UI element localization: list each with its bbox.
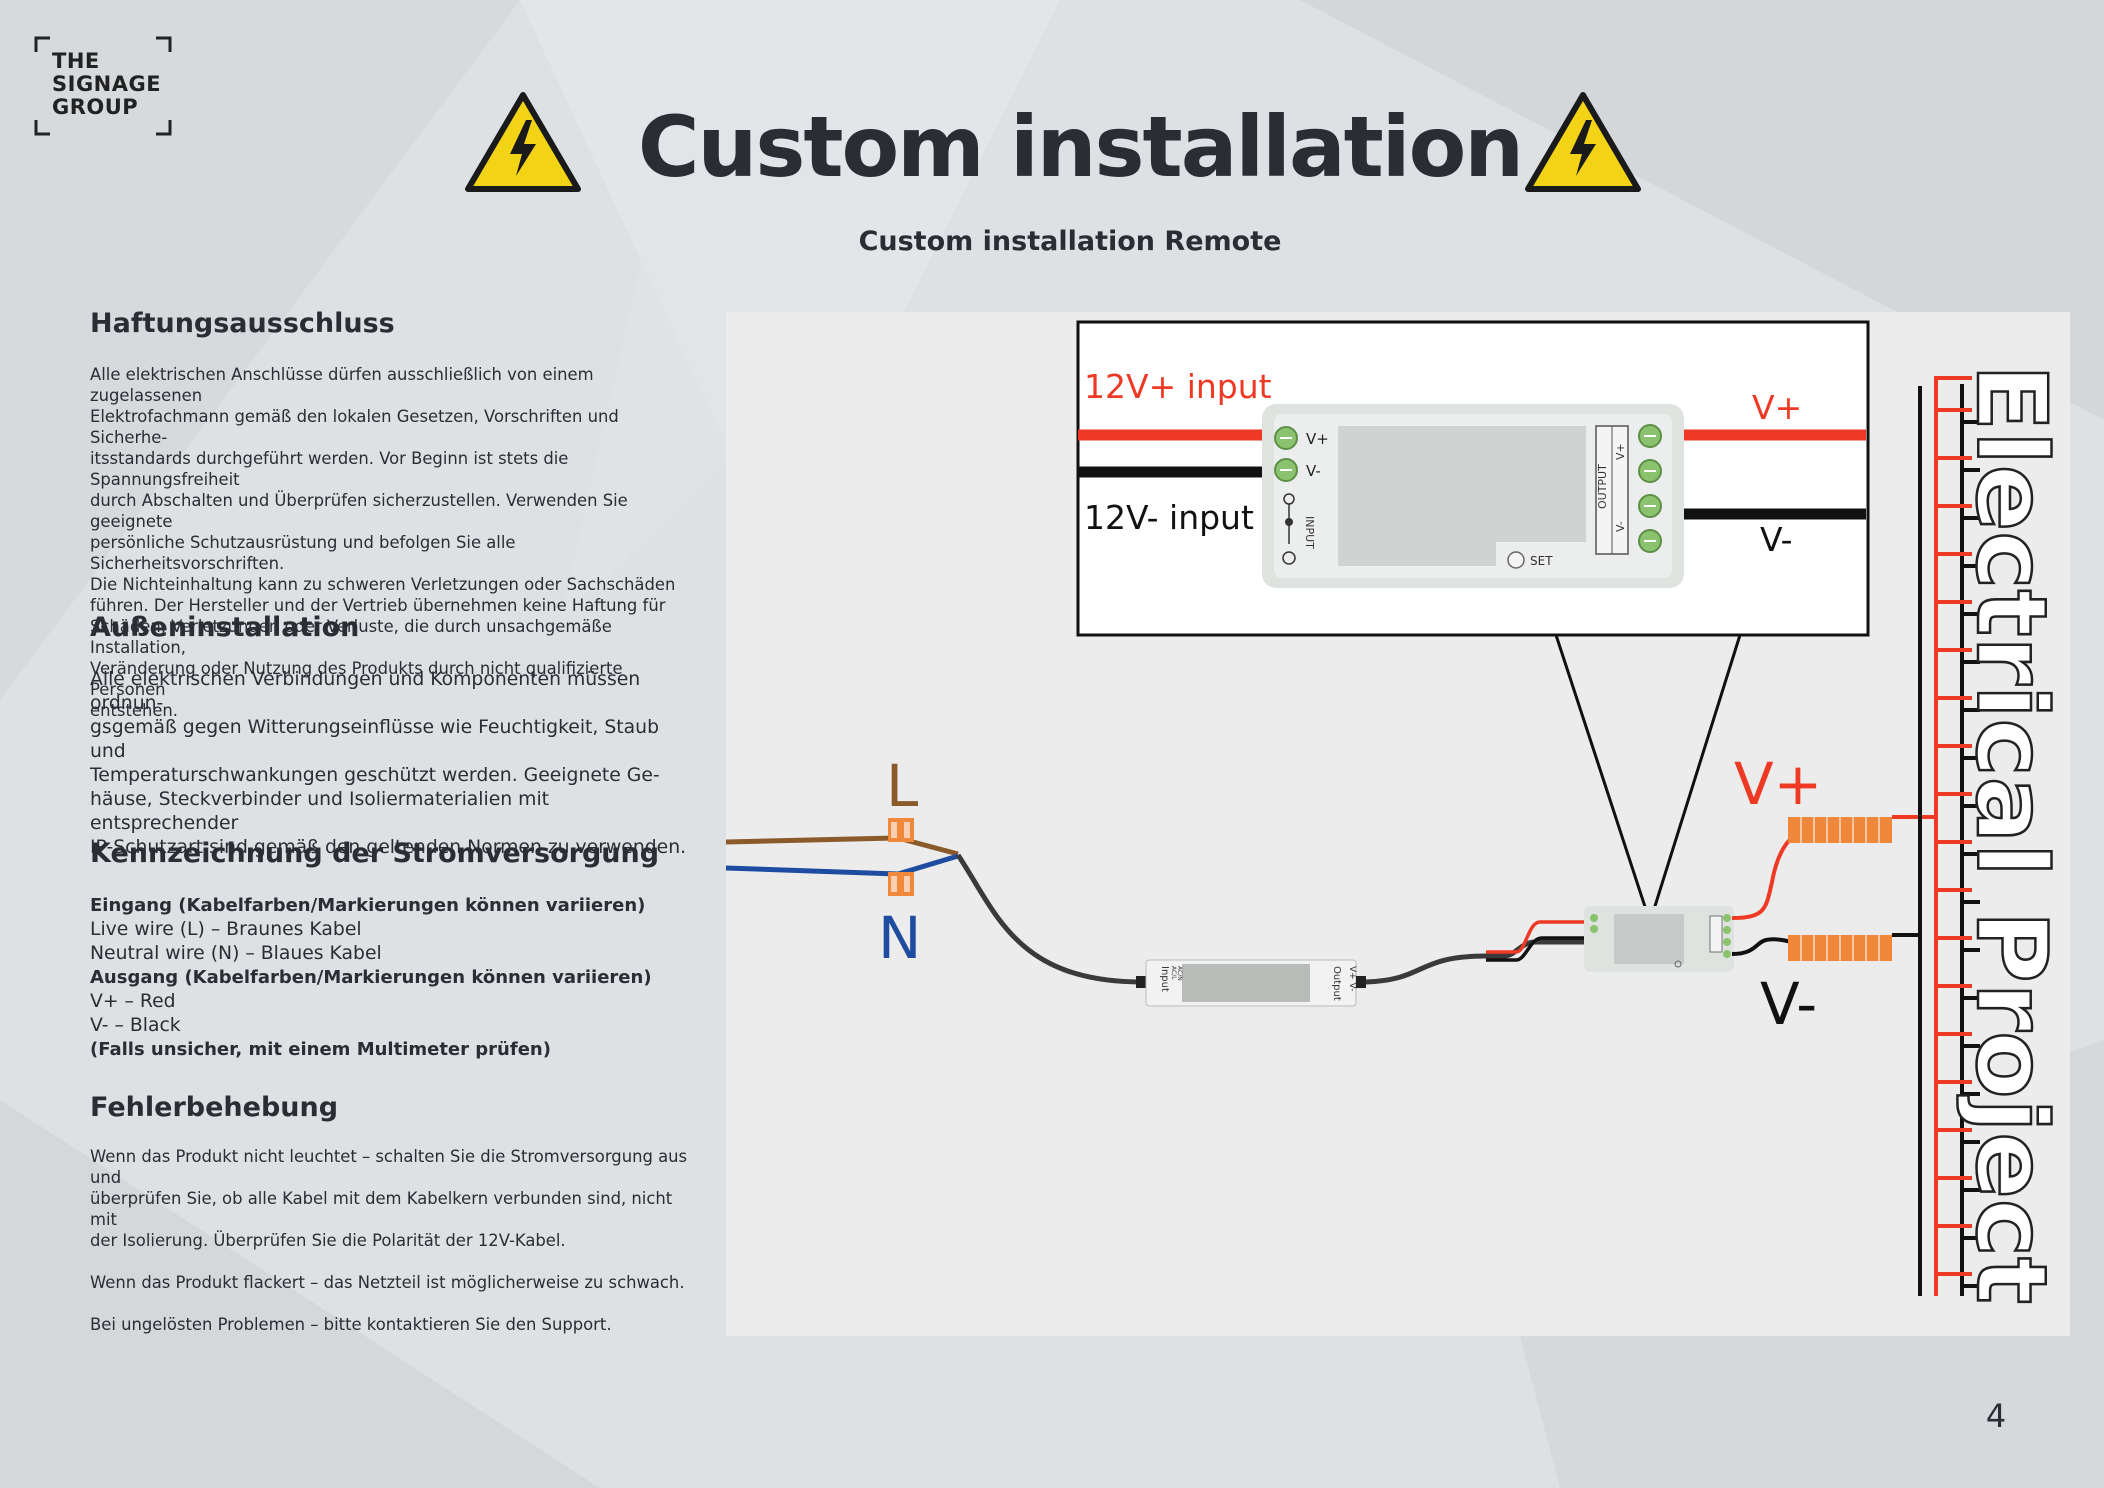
output-plus-label: V+ (1752, 388, 1802, 427)
minus-distribution-connector (1788, 935, 1892, 961)
plus-distribution-connector (1788, 817, 1892, 843)
text-line: Elektrofachmann gemäß den lokalen Gesetz… (90, 407, 619, 447)
section-heading: Kennzeichnung der Stromversorgung (90, 838, 660, 869)
text-line: persönliche Schutzausrüstung und befolge… (90, 533, 516, 573)
text-line: Wenn das Produkt flackert – das Netzteil… (90, 1273, 685, 1292)
wiring-diagram: 12V+ input 12V- input V+ V- V+ V- INPUT … (726, 312, 2070, 1336)
text-line: führen. Der Hersteller und der Vertrieb … (90, 596, 666, 615)
set-label: SET (1530, 554, 1553, 568)
logo-text: THE SIGNAGE GROUP (52, 50, 161, 119)
vplus-line: V+ – Red (90, 991, 176, 1012)
text-line: häuse, Steckverbinder und Isoliermateria… (90, 789, 550, 834)
text-line: Schäden, Verletzungen oder Verluste, die… (90, 617, 612, 657)
text-line: Bei ungelösten Problemen – bitte kontakt… (90, 1315, 612, 1334)
project-label: Electrical Project (1955, 364, 2067, 1304)
input-plus-label: 12V+ input (1084, 367, 1272, 406)
controller-plus-in (1486, 920, 1588, 954)
live-label: L (886, 752, 918, 820)
text-line: Wenn das Produkt nicht leuchtet – schalt… (90, 1147, 688, 1187)
output-plus-big-label: V+ (1734, 750, 1822, 818)
set-button-icon (1507, 551, 1525, 569)
output-minus-big-label: V- (1760, 970, 1817, 1038)
text-line: Die Nichteinhaltung kann zu schweren Ver… (90, 575, 676, 594)
live-wire-line: Live wire (L) – Braunes Kabel (90, 919, 362, 940)
electrical-warning-icon (465, 92, 581, 192)
psu-acl-label: AC/L (1170, 966, 1177, 980)
input-port-label: INPUT (1303, 516, 1316, 549)
psu-output-label: Output (1331, 966, 1342, 1001)
terminal-vplus-label: V+ (1306, 430, 1329, 448)
psu-vv-label: V+ V- (1347, 966, 1357, 991)
power-supply-unit: Input AC/N AC/L Output V+ V- (1136, 959, 1366, 1007)
section-troubleshooting: Fehlerbehebung Wenn das Produkt nicht le… (90, 1090, 700, 1335)
controller-minus-in (1486, 936, 1588, 962)
mains-cable (955, 853, 1143, 985)
multimeter-note: (Falls unsicher, mit einem Multimeter pr… (90, 1039, 551, 1060)
section-outdoor: Außeninstallation Alle elektrischen Verb… (90, 610, 700, 860)
vminus-line: V- – Black (90, 1015, 181, 1036)
section-heading: Fehlerbehebung (90, 1092, 339, 1123)
logo-line: THE (52, 49, 100, 73)
led-return-lines (1962, 420, 1980, 1288)
logo-line: SIGNAGE (52, 72, 162, 96)
logo-line: GROUP (52, 95, 139, 119)
neutral-wire-line: Neutral wire (N) – Blaues Kabel (90, 943, 382, 964)
section-disclaimer: Haftungsausschluss Alle elektrischen Ans… (90, 306, 700, 721)
text-line: Temperaturschwankungen geschützt werden.… (90, 765, 660, 786)
output-vplus-port-label: V+ (1614, 443, 1627, 460)
text-line: IP-Schutzart sind gemäß den geltenden No… (90, 837, 687, 858)
psu-input-label: Input (1159, 966, 1170, 992)
rf-controller-enlarged: V+ V- INPUT OUTPUT V+ V- SET (1262, 404, 1684, 588)
section-heading: Außeninstallation (90, 612, 360, 643)
section-heading: Haftungsausschluss (90, 308, 395, 339)
section-power: Kennzeichnung der Stromversorgung Eingan… (90, 836, 700, 1062)
text-line: durch Abschalten und Überprüfen sicherzu… (90, 491, 628, 531)
logo-frame (34, 36, 172, 136)
input-heading: Eingang (Kabelfarben/Markierungen können… (90, 895, 646, 916)
text-line: Alle elektrischen Verbindungen und Kompo… (90, 669, 641, 714)
output-heading: Ausgang (Kabelfarben/Markierungen können… (90, 967, 652, 988)
text-line: gsgemäß gegen Witterungseinflüsse wie Fe… (90, 717, 659, 762)
psu-acn-label: AC/N (1176, 966, 1183, 981)
text-line: Veränderung oder Nutzung des Produkts du… (90, 659, 623, 699)
electrical-warning-icon (1525, 92, 1641, 192)
company-logo: THE SIGNAGE GROUP (34, 36, 172, 136)
page-title: Custom installation (637, 98, 1524, 196)
rf-controller (1584, 906, 1734, 972)
terminal-vminus-label: V- (1306, 462, 1321, 480)
output-port-label: OUTPUT (1596, 464, 1609, 509)
text-line: entstehen. (90, 701, 179, 720)
led-feed-lines (1936, 408, 1972, 1276)
text-line: überprüfen Sie, ob alle Kabel mit dem Ka… (90, 1189, 673, 1229)
page-subtitle: Custom installation Remote (858, 226, 1282, 257)
page-number: 4 (1985, 1397, 2007, 1435)
output-minus-label: V- (1760, 520, 1793, 559)
text-line: Alle elektrischen Anschlüsse dürfen auss… (90, 365, 594, 405)
input-minus-label: 12V- input (1084, 498, 1254, 537)
output-vminus-port-label: V- (1614, 521, 1627, 532)
text-line: der Isolierung. Überprüfen Sie die Polar… (90, 1231, 566, 1250)
neutral-label: N (878, 904, 921, 972)
text-line: itsstandards durchgeführt werden. Vor Be… (90, 449, 569, 489)
plus-bus (1892, 376, 1972, 1296)
